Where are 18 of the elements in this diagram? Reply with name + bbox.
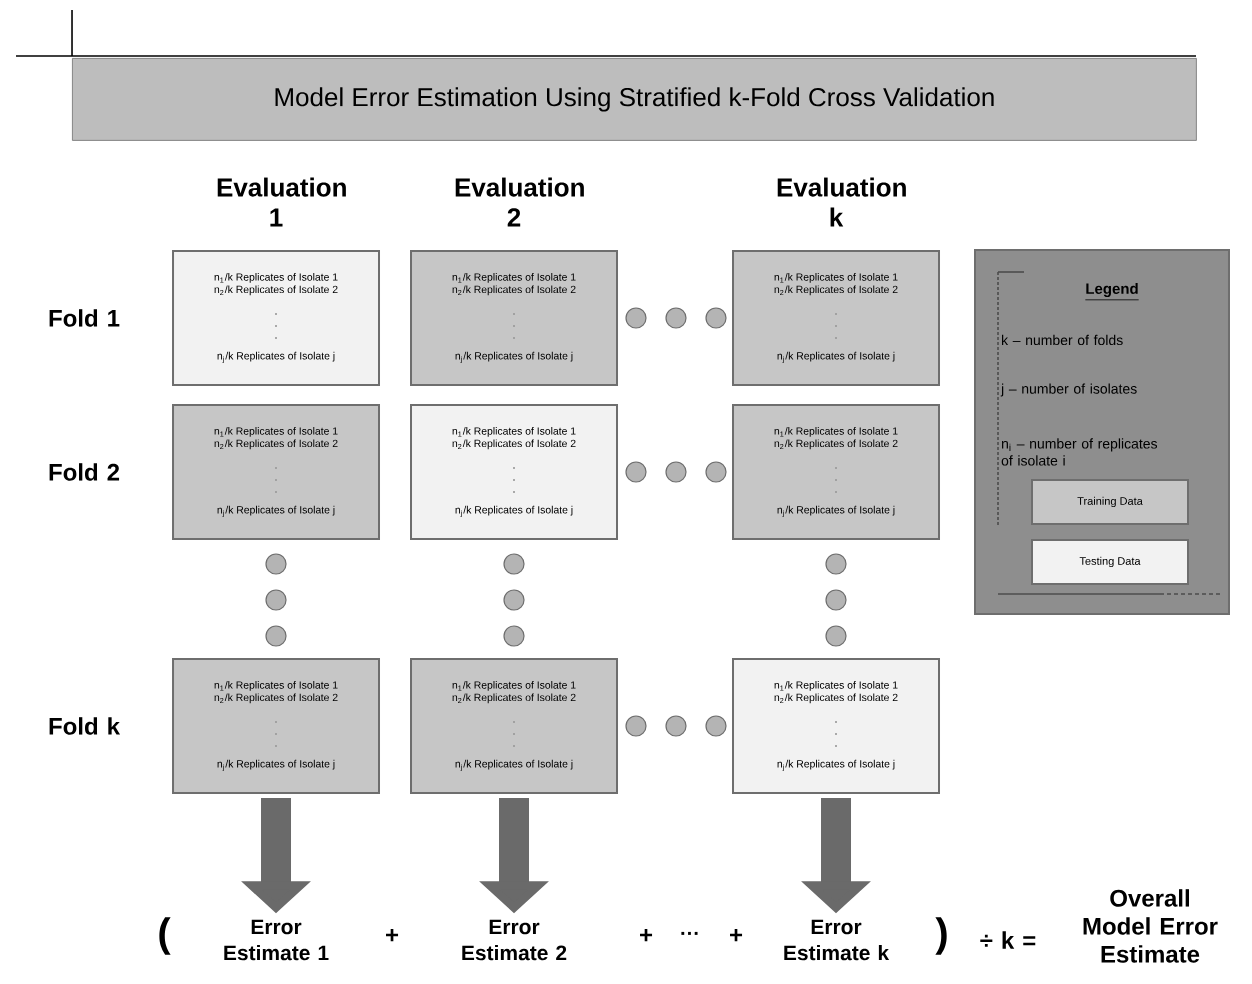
result-text: Overall Model Error Estimate [1083,889,1218,963]
estimate-text: Error Estimate 1 [224,919,329,961]
title-banner: Model Error Estimation Using Stratified k-Fold Cross Validation [72,58,1197,141]
row-heading: Fold 1 [49,309,120,327]
plus-sign: + [640,928,653,942]
bracket-sign: ) [935,917,947,955]
plus-sign: + [386,928,399,942]
estimate-text: Error Estimate 2 [462,919,567,961]
col-heading: Evaluation 1 [217,177,346,227]
ellipsis-text: ··· [681,931,698,935]
division-text: ÷ k = [980,931,1036,949]
row-heading: Fold k [49,717,121,735]
estimate-text: Error Estimate k [784,919,890,961]
row-heading: Fold 2 [49,463,120,481]
plus-sign: + [730,928,743,942]
bracket-sign: ( [159,917,171,955]
col-heading: Evaluation k [777,177,906,227]
col-heading: Evaluation 2 [455,177,584,227]
